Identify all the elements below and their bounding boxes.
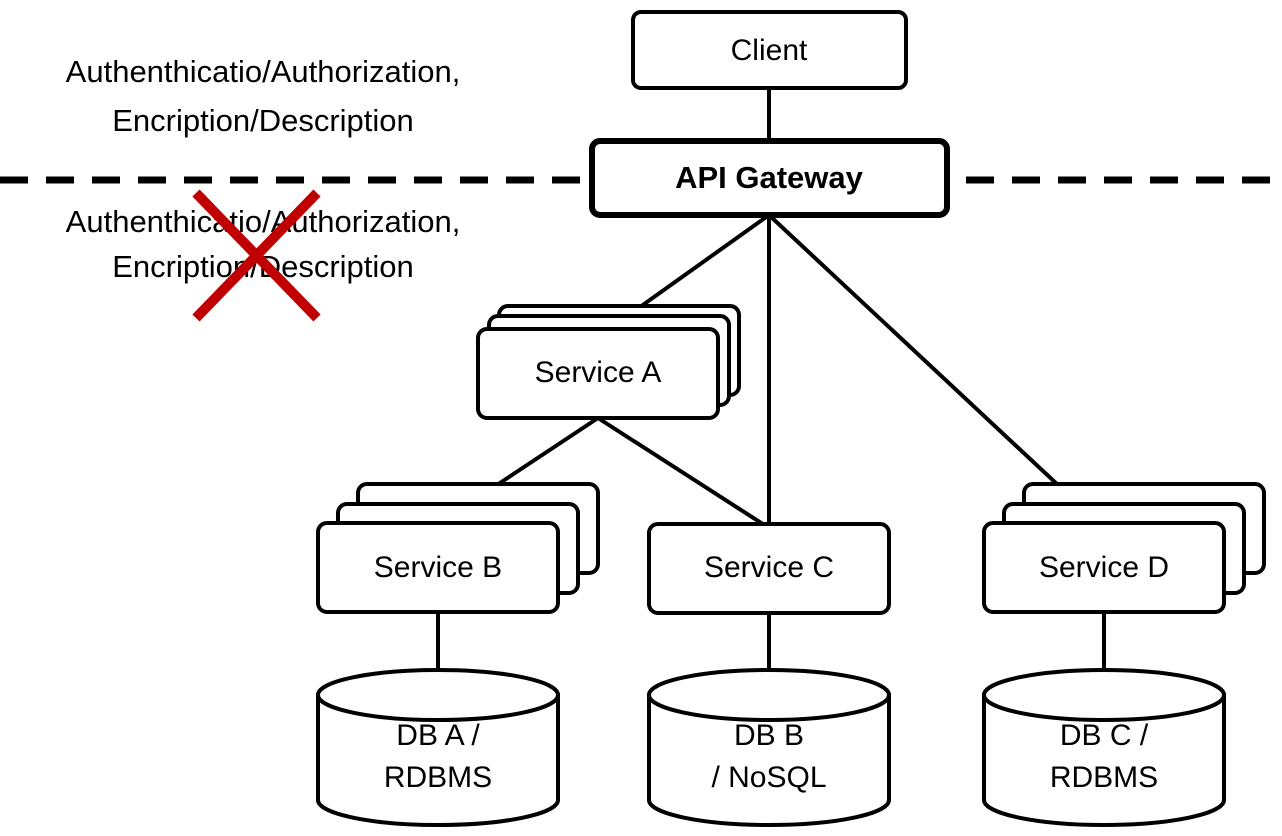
- node-db-a[interactable]: DB A / RDBMS: [316, 668, 560, 827]
- api-gateway-box-shape: [589, 138, 950, 218]
- db-b-cylinder-top: [647, 668, 891, 722]
- api-gateway-label: API Gateway: [675, 160, 864, 195]
- edge-gateway-to-service-d: [767, 213, 1106, 530]
- db-c-label-line1: DB C /: [1060, 719, 1149, 752]
- red-cross-stroke-2: [192, 189, 321, 322]
- node-api-gateway[interactable]: API Gateway: [589, 138, 950, 218]
- service-b-label: Service B: [374, 551, 502, 584]
- db-b-cylinder-body: [647, 693, 891, 827]
- db-a-label-line1: DB A /: [396, 719, 480, 752]
- annotation-below-line1: Authenthicatio/Authorization,: [66, 204, 461, 239]
- db-c-cylinder-top: [982, 668, 1226, 722]
- node-service-a[interactable]: Service A: [476, 304, 741, 420]
- edge-service-a-to-service-c: [596, 416, 771, 530]
- annotation-above-line2: Encription/Description: [112, 103, 414, 138]
- db-a-cylinder-body: [316, 693, 560, 827]
- node-service-d[interactable]: Service D: [982, 482, 1266, 614]
- client-label: Client: [731, 34, 808, 67]
- service-c-label: Service C: [704, 551, 834, 584]
- db-b-label-line1: DB B: [734, 719, 804, 752]
- node-db-c[interactable]: DB C / RDBMS: [982, 668, 1226, 827]
- service-a-label: Service A: [535, 356, 662, 389]
- node-db-b[interactable]: DB B / NoSQL: [647, 668, 891, 827]
- node-client[interactable]: Client: [631, 10, 908, 90]
- db-a-cylinder-top: [316, 668, 560, 722]
- red-cross-icon: [192, 189, 321, 322]
- db-a-label-line2: RDBMS: [384, 761, 492, 794]
- db-b-label-line2: / NoSQL: [711, 761, 826, 794]
- service-d-box-shape: [982, 521, 1226, 614]
- node-service-b[interactable]: Service B: [316, 482, 600, 614]
- annotation-below-boundary: Authenthicatio/Authorization, Encription…: [66, 189, 461, 322]
- annotation-above-boundary: Authenthicatio/Authorization, Encription…: [66, 54, 461, 138]
- service-a-box-shape: [476, 327, 720, 420]
- node-service-c[interactable]: Service C: [647, 522, 891, 615]
- annotation-above-line1: Authenthicatio/Authorization,: [66, 54, 461, 89]
- service-c-box-shape: [647, 522, 891, 615]
- service-b-box-shape: [316, 521, 560, 614]
- db-c-label-line2: RDBMS: [1050, 761, 1158, 794]
- db-c-cylinder-body: [982, 693, 1226, 827]
- service-d-label: Service D: [1039, 551, 1169, 584]
- client-box-shape: [631, 10, 908, 90]
